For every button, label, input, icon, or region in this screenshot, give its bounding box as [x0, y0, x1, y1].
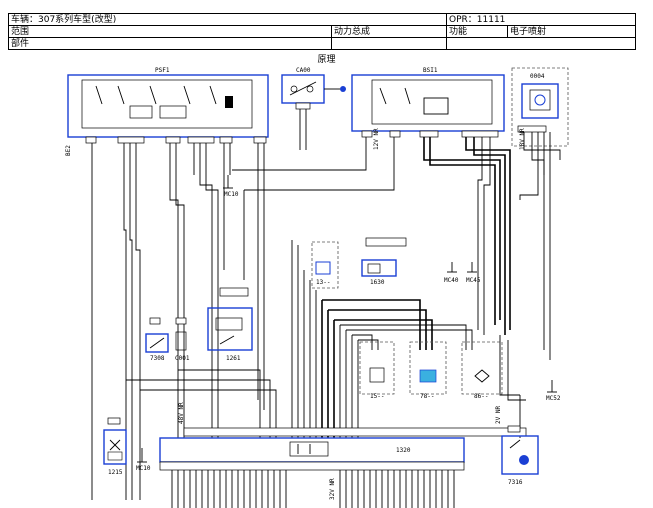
- svg-text:MC45: MC45: [466, 277, 481, 284]
- svg-text:1215: 1215: [108, 469, 123, 476]
- svg-text:MC10: MC10: [224, 191, 239, 198]
- svg-text:1261: 1261: [226, 355, 241, 362]
- title-block: 车辆：307系列车型(改型) OPR：11111 范围 动力总成 功能 电子喷射…: [8, 13, 636, 50]
- component-1630: 1630: [361, 237, 407, 286]
- component-7316: 7316: [501, 425, 539, 486]
- svg-text:7316: 7316: [508, 479, 523, 486]
- component-1320: 1320: [159, 427, 527, 471]
- psf1-label: PSF1: [155, 67, 170, 74]
- wiring-harness: [91, 109, 561, 500]
- svg-text:MC52: MC52: [546, 395, 561, 402]
- svg-text:13--: 13--: [316, 279, 330, 286]
- ground-mc10-bottom: MC10: [136, 448, 151, 472]
- psf1-left-connector: BE2: [65, 145, 72, 156]
- ground-mc52: MC52: [546, 380, 561, 402]
- c1320-left-connector: 48V NR: [178, 402, 185, 424]
- ground-mc10-top: MC10: [223, 175, 239, 198]
- component-psf1: PSF1: [67, 67, 269, 138]
- svg-text:MC10: MC10: [136, 465, 151, 472]
- component-c001: C001: [175, 317, 190, 362]
- component-1261: 1261: [207, 287, 253, 362]
- ground-mc45: MC45: [466, 262, 481, 284]
- component-13: 13--: [311, 241, 339, 289]
- svg-text:MC40: MC40: [444, 277, 459, 284]
- svg-text:C001: C001: [175, 355, 190, 362]
- c1320-mid-connector: 32V NR: [329, 478, 336, 500]
- c0004-label: 0004: [530, 73, 545, 80]
- component-ca00: CA00: [281, 67, 346, 110]
- ground-mc40: MC40: [444, 262, 459, 284]
- c7316-top-connector: 2V NR: [495, 406, 502, 424]
- component-78: 78--: [409, 341, 447, 400]
- component-1215: 1215: [103, 417, 127, 476]
- svg-text:86--: 86--: [474, 393, 488, 400]
- bsi1-label: BSI1: [423, 67, 438, 74]
- c0004-mid-connector: 18V NR: [519, 128, 526, 150]
- svg-text:78--: 78--: [420, 393, 434, 400]
- diagram-title: 原理: [317, 55, 336, 65]
- component-86: 86--: [461, 341, 503, 400]
- bsi1-mid-connector: 12V NR: [373, 128, 380, 150]
- component-0004: 0004: [511, 67, 569, 147]
- part-label-cell: 部件: [8, 37, 332, 50]
- component-bsi1: BSI1: [351, 67, 505, 138]
- svg-text:7308: 7308: [150, 355, 165, 362]
- svg-text:1630: 1630: [370, 279, 385, 286]
- ca00-label: CA00: [296, 67, 311, 74]
- svg-text:15--: 15--: [370, 393, 384, 400]
- psf1-pin-connectors: [85, 136, 267, 144]
- component-15: 15--: [359, 341, 395, 400]
- svg-text:1320: 1320: [396, 447, 411, 454]
- component-7308: 7308: [145, 317, 169, 362]
- lower-output-wires: [171, 470, 455, 508]
